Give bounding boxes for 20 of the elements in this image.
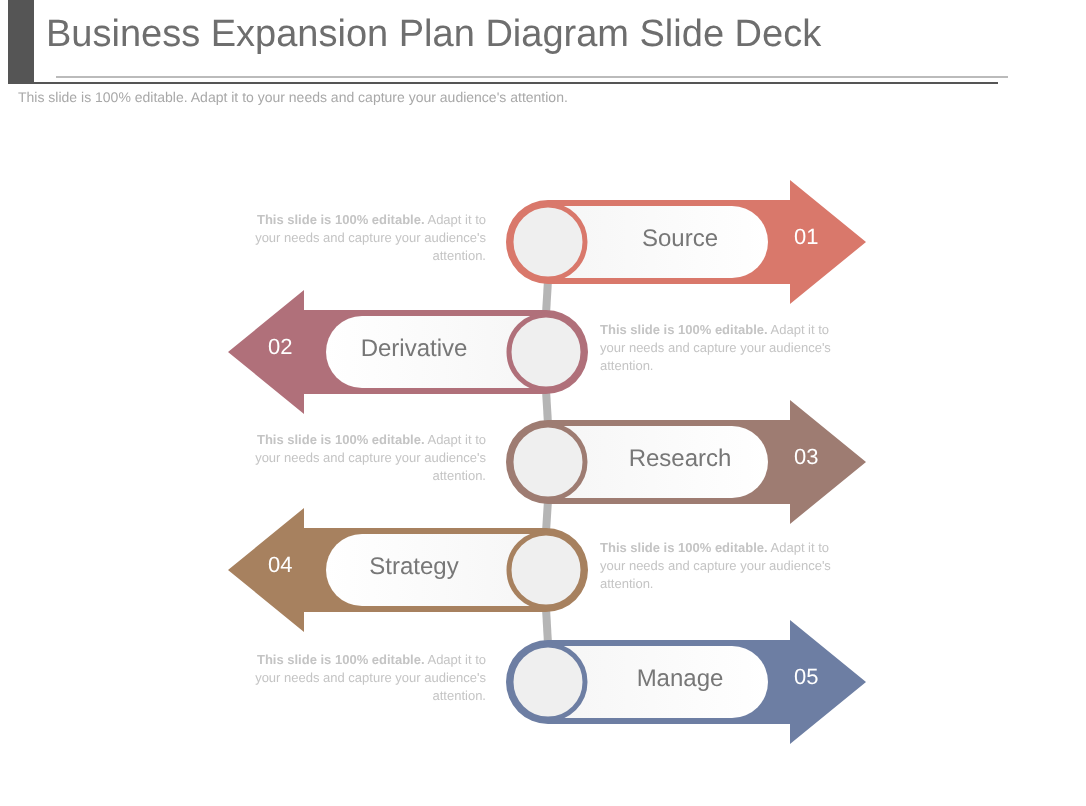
arrow-banner — [506, 620, 866, 744]
chain-link — [542, 499, 552, 533]
arrow-banner — [228, 290, 588, 414]
step-label: Source — [639, 224, 721, 252]
arrow-banner — [506, 180, 866, 304]
step-label: Derivative — [358, 334, 470, 362]
step-number: 01 — [794, 226, 819, 250]
step-number: 02 — [268, 336, 293, 360]
slide-title: Business Expansion Plan Diagram Slide Deck — [46, 14, 822, 58]
step-number: 05 — [794, 666, 819, 690]
step-label: Strategy — [367, 552, 461, 580]
chain-link — [542, 389, 552, 425]
chain-link — [542, 607, 552, 645]
chain-link — [542, 279, 552, 315]
step-number: 03 — [794, 446, 819, 470]
step-label: Manage — [634, 664, 726, 692]
step-label: Research — [626, 444, 734, 472]
arrow-banner — [228, 508, 588, 632]
arrow-banner — [506, 400, 866, 524]
step-number: 04 — [268, 554, 293, 578]
